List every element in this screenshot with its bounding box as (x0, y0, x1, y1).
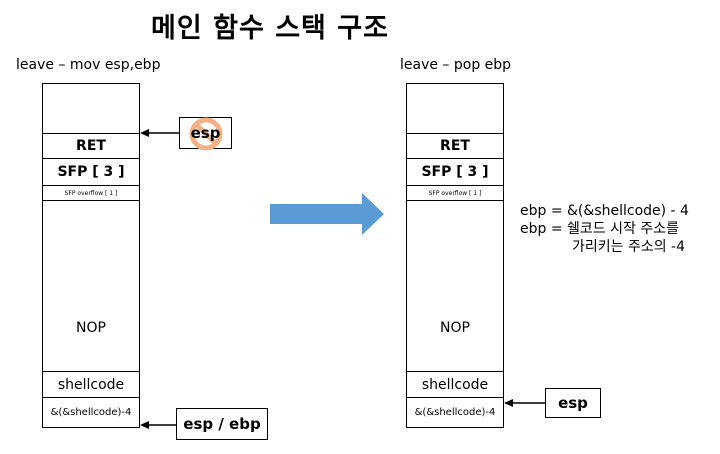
right-cell-addr: &(&shellcode)-4 (407, 397, 503, 427)
left-esp-arrow (140, 129, 180, 137)
note-line-3: 가리키는 주소의 -4 (572, 239, 686, 255)
right-cell-top (407, 84, 503, 133)
note-line-1: ebp = &(&shellcode) - 4 (520, 203, 689, 219)
left-cell-top (43, 84, 139, 133)
left-esp-ebp-arrow (140, 421, 176, 429)
left-esp-label: esp (190, 124, 221, 142)
left-cell-addr: &(&shellcode)-4 (43, 397, 139, 427)
left-cell-sfp: SFP [ 3 ] (43, 158, 139, 185)
right-cell-sfp: SFP [ 3 ] (407, 158, 503, 185)
right-cell-nop: NOP (407, 200, 503, 454)
left-esp-ebp-box: esp / ebp (176, 408, 268, 440)
left-cell-ret: RET (43, 133, 139, 158)
right-cell-shellcode: shellcode (407, 371, 503, 397)
right-esp-arrow (504, 399, 546, 407)
right-cell-sfp-overflow: SFP overflow [ 1 ] (407, 185, 503, 200)
diagram-title: 메인 함수 스택 구조 (151, 13, 389, 44)
right-caption: leave – pop ebp (400, 57, 512, 73)
right-cell-ret: RET (407, 133, 503, 158)
left-cell-shellcode: shellcode (43, 371, 139, 397)
left-esp-box: esp (179, 117, 232, 151)
right-esp-box: esp (545, 388, 601, 418)
left-cell-nop: NOP (43, 200, 139, 454)
left-cell-sfp-overflow: SFP overflow [ 1 ] (43, 185, 139, 200)
right-stack: RET SFP [ 3 ] SFP overflow [ 1 ] NOP she… (406, 83, 504, 428)
big-arrow-right-icon (270, 193, 384, 235)
no-sign-icon (189, 117, 223, 151)
left-stack: RET SFP [ 3 ] SFP overflow [ 1 ] NOP she… (42, 83, 140, 428)
note-line-2: ebp = 쉘코드 시작 주소를 (520, 221, 679, 237)
left-caption: leave – mov esp,ebp (16, 57, 161, 73)
